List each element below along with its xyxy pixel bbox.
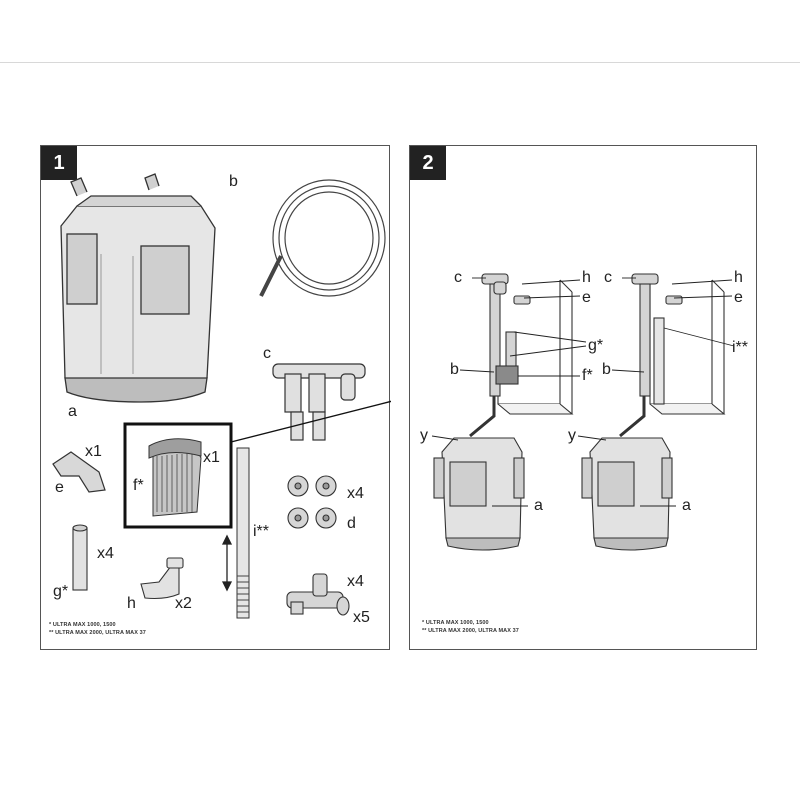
callout-lines bbox=[431, 277, 735, 507]
label-d-qty: x4 bbox=[347, 485, 364, 502]
label-r-h: h bbox=[734, 269, 743, 286]
valve-y bbox=[286, 573, 350, 616]
top-divider bbox=[0, 62, 800, 63]
label-r-y: y bbox=[568, 427, 576, 444]
label-r-b: b bbox=[602, 361, 611, 378]
label-y-qty-1: x4 bbox=[347, 573, 364, 590]
label-c: c bbox=[263, 345, 271, 362]
suction-cups-d bbox=[287, 475, 337, 529]
label-e: e bbox=[55, 479, 64, 496]
label-l-g: g* bbox=[588, 337, 604, 354]
setup-right bbox=[581, 273, 726, 551]
panel-number-2: 2 bbox=[410, 146, 446, 180]
label-h-qty: x2 bbox=[175, 595, 192, 612]
label-f: f* bbox=[133, 477, 144, 494]
panel1-artwork bbox=[52, 173, 391, 619]
tube-g bbox=[72, 524, 88, 591]
connector-c bbox=[272, 363, 366, 441]
label-i: i** bbox=[253, 523, 270, 540]
panel-setup: 2 bbox=[409, 145, 757, 650]
hose-left bbox=[469, 396, 496, 438]
footnote-2: ** ULTRA MAX 2000, ULTRA MAX 37 bbox=[422, 628, 519, 634]
label-d: d bbox=[347, 515, 356, 532]
hose-right bbox=[619, 396, 646, 438]
tank-right bbox=[649, 279, 726, 415]
label-r-c: c bbox=[604, 269, 612, 286]
label-h: h bbox=[127, 595, 136, 612]
filter-right bbox=[581, 437, 673, 551]
label-f-qty: x1 bbox=[203, 449, 220, 466]
panel-number-1: 1 bbox=[41, 146, 77, 180]
label-l-h: h bbox=[582, 269, 591, 286]
label-g-qty: x4 bbox=[97, 545, 114, 562]
hose-b bbox=[259, 179, 386, 297]
label-l-y: y bbox=[420, 427, 428, 444]
label-l-e: e bbox=[582, 289, 591, 306]
elbow-h bbox=[140, 557, 184, 600]
extension-tube-i bbox=[236, 447, 250, 619]
label-l-a: a bbox=[534, 497, 543, 514]
leader-line-f bbox=[230, 400, 391, 443]
highlight-box-f bbox=[123, 422, 233, 529]
label-r-i: i** bbox=[732, 339, 749, 356]
footnote-1: * ULTRA MAX 1000, 1500 bbox=[422, 620, 489, 626]
label-l-f: f* bbox=[582, 367, 593, 384]
label-b: b bbox=[229, 173, 238, 190]
label-l-c: c bbox=[454, 269, 462, 286]
label-r-a: a bbox=[682, 497, 691, 514]
label-g: g* bbox=[53, 583, 69, 600]
panel-contents: 1 bbox=[40, 145, 391, 650]
filter-canister-a bbox=[60, 173, 216, 403]
setup-left bbox=[433, 273, 574, 551]
footnote-2: ** ULTRA MAX 2000, ULTRA MAX 37 bbox=[49, 630, 146, 636]
label-y-qty-2: x5 bbox=[353, 609, 370, 626]
footnote-1: * ULTRA MAX 1000, 1500 bbox=[49, 622, 116, 628]
filter-left bbox=[433, 437, 525, 551]
label-e-qty: x1 bbox=[85, 443, 102, 460]
panel2-artwork bbox=[431, 273, 735, 551]
label-l-b: b bbox=[450, 361, 459, 378]
double-arrow-i bbox=[221, 534, 233, 592]
outlet-e bbox=[52, 451, 106, 493]
label-a: a bbox=[68, 403, 77, 420]
filter-cartridge-f bbox=[148, 438, 202, 517]
intake-pipe-left bbox=[481, 273, 531, 397]
label-r-e: e bbox=[734, 289, 743, 306]
